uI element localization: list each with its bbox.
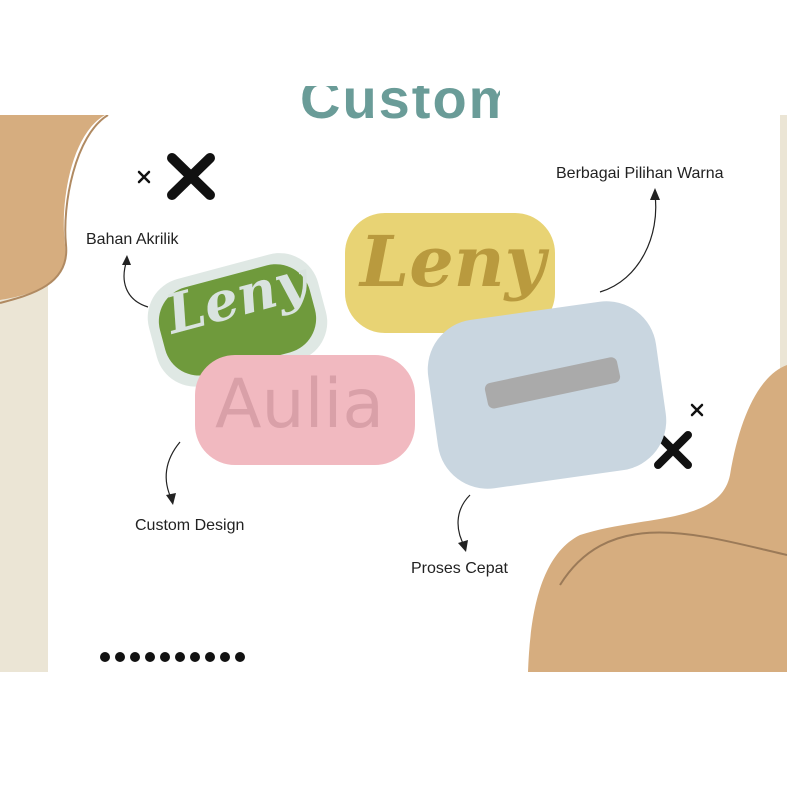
product-green [147,253,328,387]
product-text: Aulia [215,365,385,444]
product-back [427,301,667,489]
label-warna: Berbagai Pilihan Warna [556,165,724,182]
label-bahan: Bahan Akrilik [86,231,179,248]
label-proses: Proses Cepat [411,560,508,577]
product-text: Leny [360,220,546,303]
dots-decoration [100,649,250,667]
product-yellow [345,213,555,333]
label-design: Custom Design [135,517,245,534]
product-pink [195,355,415,465]
banner: Leny Leny Aulia [0,115,787,672]
page-title: Custom [300,86,500,130]
background-shapes [0,115,787,672]
